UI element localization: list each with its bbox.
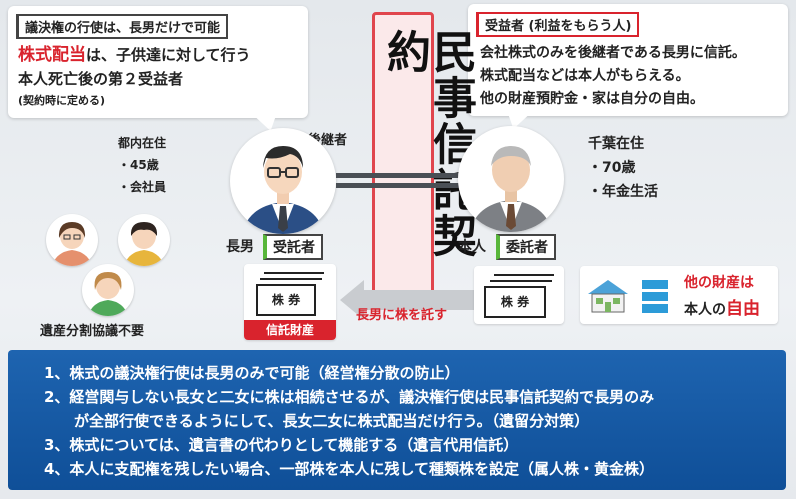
summary-panel: 1、株式の議決権行使は長男のみで可能（経営権分散の防止） 2、経営関与しない長女… [8, 350, 786, 490]
other-assets-free-text: 自由 [726, 299, 760, 319]
equal-bar-bottom [336, 183, 464, 188]
son-avatar [230, 128, 336, 234]
daughter-3-avatar [82, 264, 134, 316]
son-stock-certificates: 株 券 信託財産 [244, 264, 336, 340]
trust-property-tag: 信託財産 [244, 320, 336, 340]
right-speech-bubble: 受益者 (利益をもらう人) 会社株式のみを後継者である長男に信託。 株式配当など… [468, 4, 788, 116]
summary-item-3: 3、株式については、遺言書の代わりとして機能する（遺言代用信託） [44, 436, 519, 454]
woman-icon [88, 272, 128, 316]
principal-info-age: ・70歳 [588, 160, 636, 176]
settlor-role-badge: 委託者 [496, 234, 556, 260]
daughter-2-avatar [118, 214, 170, 266]
civil-trust-banner: 民事信託契約 [372, 12, 476, 296]
dividend-red-text: 株式配当 [18, 45, 86, 65]
principal-name: 本人 [458, 239, 486, 255]
right-bubble-line-3: 他の財産預貯金・家は自分の自由。 [480, 91, 704, 107]
transfer-label: 長男に株を託す [356, 308, 448, 323]
second-beneficiary-text: 本人死亡後の第２受益者 [18, 70, 184, 88]
summary-item-1: 1、株式の議決権行使は長男のみで可能（経営権分散の防止） [44, 364, 460, 382]
principal-info-residence: 千葉在住 [588, 136, 644, 152]
son-name: 長男 [226, 239, 254, 255]
principal-info-pension: ・年金生活 [588, 184, 658, 200]
banknotes-icon [642, 280, 668, 313]
left-speech-bubble: 議決権の行使は、長男だけで可能 株式配当は、子供達に対して行う 本人死亡後の第２… [8, 6, 308, 118]
trustee-role-badge: 受託者 [263, 234, 323, 260]
house-icon [588, 280, 628, 313]
elderly-man-icon [470, 146, 552, 232]
woman-glasses-icon [52, 222, 92, 266]
dividend-rest-text: は、子供達に対して行う [86, 46, 251, 64]
transfer-arrow [340, 280, 480, 320]
son-info-age: ・45歳 [118, 158, 159, 172]
banner-text: 民事信託契約 [379, 29, 476, 259]
summary-item-2: 2、経営関与しない長女と二女に株は相続させるが、議決権行使は民事信託契約で長男の… [44, 388, 655, 406]
right-bubble-line-2: 株式配当などは本人がもらえる。 [480, 68, 690, 84]
principal-info: 千葉在住 ・70歳 ・年金生活 [588, 132, 658, 204]
right-bubble-line-1: 会社株式のみを後継者である長男に信託。 [480, 45, 746, 61]
principal-stock-certificate: 株 券 [484, 286, 546, 318]
summary-item-4: 4、本人に支配権を残したい場合、一部株を本人に残して種類株を設定（属人株・黄金株… [44, 460, 654, 478]
no-estate-division-caption: 遺産分割協議不要 [40, 324, 145, 339]
son-info-residence: 都内在住 [118, 136, 167, 150]
other-assets-box: 他の財産は 本人の自由 [580, 266, 778, 324]
woman-icon [124, 222, 164, 266]
son-info-job: ・会社員 [118, 180, 167, 194]
summary-item-2-continued: が全部行使できるようにして、長女二女に株式配当だけ行う。（遺留分対策） [74, 412, 590, 430]
voting-rights-label: 議決権の行使は、長男だけで可能 [16, 14, 229, 39]
other-assets-line-1: 他の財産は [684, 275, 754, 291]
son-info: 都内在住 ・45歳 ・会社員 [118, 132, 166, 198]
other-assets-line-2-prefix: 本人の [684, 302, 726, 318]
son-stock-certificate: 株 券 [256, 284, 316, 316]
contract-note-text: (契約時に定める) [18, 94, 106, 107]
beneficiary-label: 受益者 (利益をもらう人) [476, 12, 640, 37]
principal-avatar [458, 126, 564, 232]
principal-stock-certificates: 株 券 [474, 266, 564, 324]
businessman-icon [242, 146, 324, 234]
equal-bar-top [336, 173, 464, 178]
daughter-1-avatar [46, 214, 98, 266]
